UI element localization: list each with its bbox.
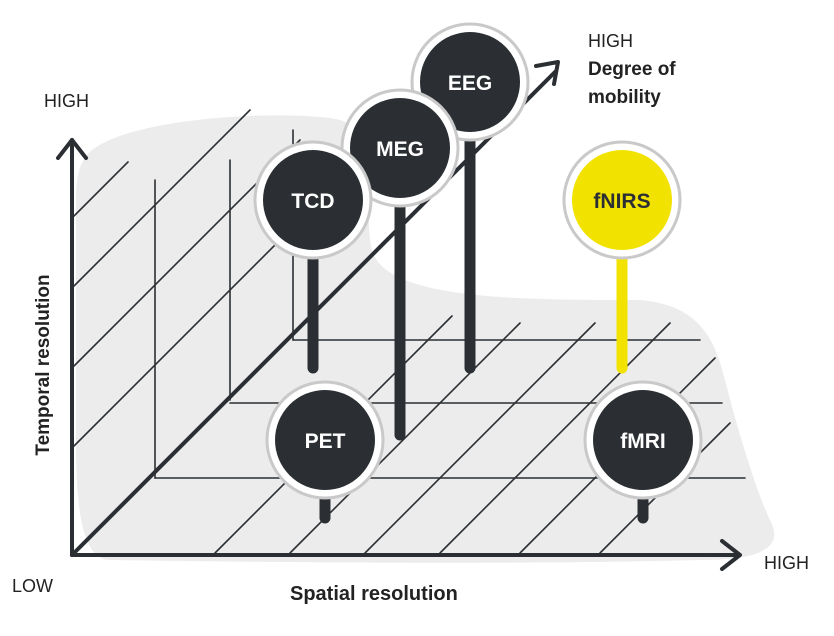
eeg-label: EEG: [448, 72, 492, 95]
meg-marker: MEG: [340, 88, 460, 208]
y-axis-title: Temporal resolution: [33, 274, 54, 455]
x-axis-high-label: HIGH: [764, 553, 809, 573]
pet-disc: [275, 390, 375, 490]
origin-low-label: LOW: [12, 576, 54, 596]
tcd-marker: TCD: [253, 140, 373, 260]
z-axis-title-line1: Degree of: [588, 59, 676, 80]
tcd-disc: [263, 150, 363, 250]
fmri-marker: fMRI: [583, 380, 703, 500]
z-axis-high-label: HIGH: [588, 31, 633, 51]
fnirs-marker: fNIRS: [562, 140, 682, 260]
meg-disc: [350, 98, 450, 198]
z-axis-title-line2: mobility: [588, 87, 661, 108]
pet-label: PET: [305, 430, 346, 453]
fmri-label: fMRI: [620, 430, 666, 453]
y-axis-arrow: [56, 138, 88, 160]
meg-label: MEG: [376, 138, 424, 161]
x-axis-arrow: [720, 539, 742, 571]
fnirs-disc: [572, 150, 672, 250]
x-axis-title: Spatial resolution: [290, 583, 458, 605]
pet-marker: PET: [265, 380, 385, 500]
z-axis-arrow: [534, 60, 560, 86]
tcd-label: TCD: [291, 190, 334, 213]
fmri-disc: [593, 390, 693, 490]
fnirs-label: fNIRS: [593, 190, 650, 213]
y-axis-high-label: HIGH: [44, 91, 89, 111]
eeg-disc: [420, 32, 520, 132]
